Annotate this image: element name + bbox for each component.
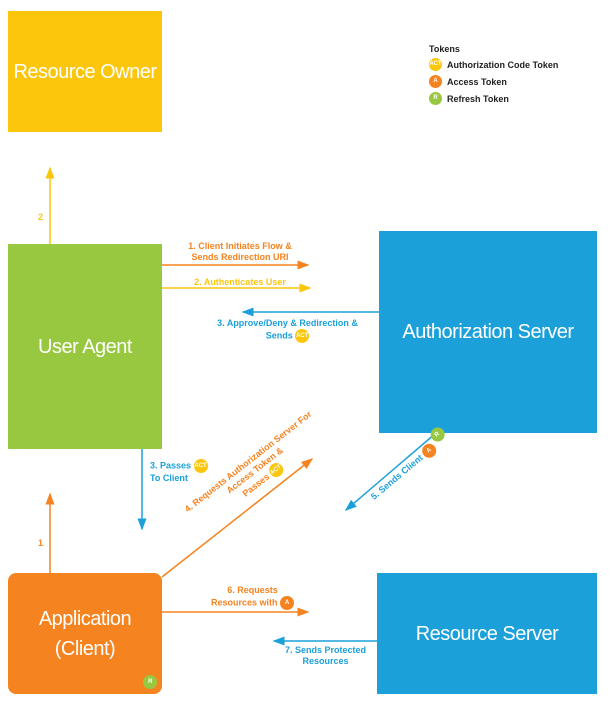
user-agent-node: User Agent (8, 244, 162, 449)
legend-item-label: Authorization Code Token (447, 59, 559, 70)
legend-title: Tokens (429, 44, 460, 54)
refresh-token-icon: R (429, 92, 442, 105)
step-3b-line-1: 3. Passes ACT (150, 459, 208, 473)
resource-server-node: Resource Server (377, 573, 597, 694)
step-7-label: 7. Sends Protected Resources (278, 645, 373, 667)
access-token-icon: A (280, 596, 295, 610)
step-6-line-1: 6. Requests (227, 585, 278, 595)
authorization-server-node: Authorization Server (379, 231, 597, 433)
step-7-line-2: Resources (302, 656, 349, 666)
step-3-line-2: Sends ACT (200, 329, 375, 343)
user-agent-label: User Agent (38, 335, 132, 358)
step-1-line-2: Sends Redirection URI (191, 252, 289, 262)
step-6-line-2: Resources with A (190, 596, 315, 610)
step-6-label: 6. Requests Resources with A (190, 585, 315, 610)
legend-item: A Access Token (429, 73, 558, 90)
step-2-vertical-label: 2 (38, 212, 44, 222)
step-1-vertical-label: 1 (38, 538, 44, 548)
authorization-code-token-icon: ACT (429, 58, 442, 71)
resource-server-label: Resource Server (415, 622, 559, 645)
access-token-icon: A (429, 75, 442, 88)
arrow-4-requests-token (161, 458, 314, 578)
authorization-code-token-icon: ACT (193, 459, 208, 473)
legend-item-label: Access Token (447, 76, 507, 87)
authorization-code-token-icon: ACT (295, 329, 310, 343)
step-3b-line-2: To Client (150, 473, 188, 483)
step-2-label: 2. Authenticates User (194, 277, 286, 287)
step-7-line-1: 7. Sends Protected (284, 645, 367, 655)
application-client-node: Application (Client) R (8, 573, 162, 694)
step-6-with-text: Resources with (210, 597, 278, 608)
step-3-line-1: 3. Approve/Deny & Redirection & (217, 318, 358, 328)
legend-item: ACT Authorization Code Token (429, 56, 558, 73)
step-1-label: 1. Client Initiates Flow & Sends Redirec… (170, 241, 310, 263)
resource-owner-node: Resource Owner (8, 11, 162, 132)
step-3b-passes-text: 3. Passes (150, 460, 192, 471)
legend-item: R Refresh Token (429, 90, 558, 107)
step-3-passes-label: 3. Passes ACT To Client (150, 459, 208, 484)
resource-owner-label: Resource Owner (13, 60, 157, 83)
refresh-token-icon: R (143, 675, 157, 689)
tokens-legend: Tokens ACT Authorization Code Token A Ac… (429, 44, 558, 107)
step-3-label: 3. Approve/Deny & Redirection & Sends AC… (200, 318, 375, 343)
legend-item-label: Refresh Token (447, 93, 509, 104)
step-3-sends-text: Sends (265, 330, 293, 341)
application-client-label: Application (Client) (38, 607, 132, 660)
authorization-server-label: Authorization Server (402, 321, 574, 343)
step-1-line-1: 1. Client Initiates Flow & (188, 241, 292, 251)
arrow-5-sends-client (344, 432, 437, 511)
